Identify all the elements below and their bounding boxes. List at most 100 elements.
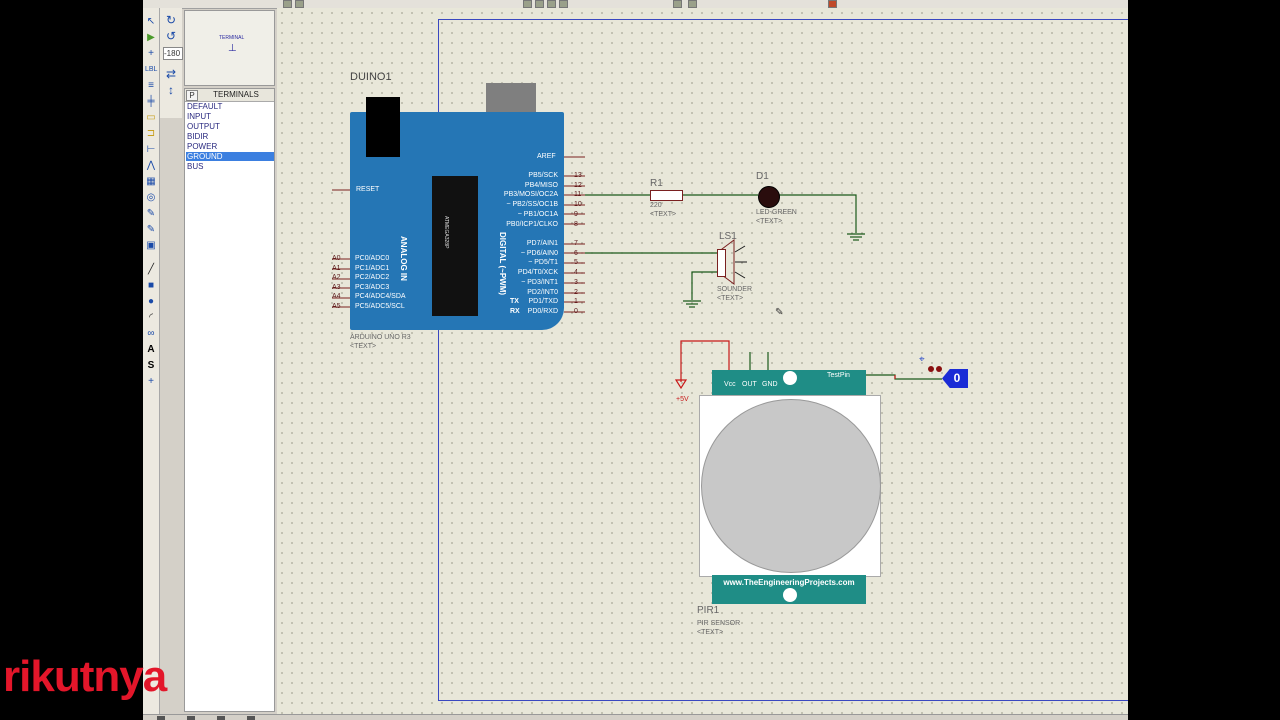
digital-pin-name: PB4/MISO xyxy=(524,181,558,189)
sounder-ls1[interactable] xyxy=(717,249,726,277)
digital-pin-number: 5 xyxy=(574,259,578,267)
resistor-r1[interactable] xyxy=(650,190,683,201)
pir-website: www.TheEngineeringProjects.com xyxy=(723,578,855,587)
digital-pin-number: 0 xyxy=(574,307,578,315)
voltage-probe-icon[interactable]: ✎ xyxy=(146,208,156,219)
wire-label-icon[interactable]: LBL xyxy=(145,66,158,73)
text-script-icon[interactable]: ≡ xyxy=(148,80,154,91)
resistor-value: 220 xyxy=(650,202,662,209)
wire-pir-vcc-to-power xyxy=(680,340,730,382)
pir-pin-gnd: GND xyxy=(762,381,778,388)
sounder-ref: LS1 xyxy=(719,231,737,242)
selector-item-ground[interactable]: GROUND xyxy=(186,152,274,161)
selector-item-input[interactable]: INPUT xyxy=(187,112,211,121)
pir-part: PIR SENSOR xyxy=(697,620,741,627)
component-mode-icon[interactable]: ▶ xyxy=(147,32,155,43)
arc-tool-icon[interactable]: ◜ xyxy=(149,312,153,323)
proteus-window: ↖ ▶ + LBL ≡ ╪ ▭ ⊐ ⊢ ⋀ ▦ ◎ ✎ ✎ ▣ ╱ ■ ● ◜ … xyxy=(143,0,1128,720)
rotation-input[interactable]: -180 xyxy=(163,47,183,60)
mirror-x-icon[interactable]: ⇄ xyxy=(165,67,177,81)
graph-mode-icon[interactable]: ⋀ xyxy=(146,160,156,171)
digital-pin-number: 2 xyxy=(574,288,578,296)
line-tool-icon[interactable]: ╱ xyxy=(147,264,155,275)
sounder-part: SOUNDER xyxy=(717,286,753,293)
junction-dot-icon[interactable]: + xyxy=(148,48,154,59)
rotate-clockwise-icon[interactable]: ↻ xyxy=(165,13,177,27)
subcircuit-icon[interactable]: ▭ xyxy=(146,112,156,123)
toolbar-button[interactable] xyxy=(559,0,568,8)
selection-mode-icon[interactable]: ↖ xyxy=(146,16,156,27)
digital-pin-name: PB5/SCK xyxy=(528,172,558,179)
virtual-instrument-icon[interactable]: ▣ xyxy=(146,240,156,251)
digital-pin-name: PB0/ICP1/CLKO xyxy=(506,220,558,228)
toolbar-button[interactable] xyxy=(688,0,697,8)
digital-pin-number: 12 xyxy=(574,181,582,189)
generator-icon[interactable]: ◎ xyxy=(146,192,156,203)
toolbar-button[interactable] xyxy=(295,0,304,8)
pir-dome xyxy=(701,399,881,573)
probe-dot xyxy=(928,366,934,372)
toolbar-button[interactable] xyxy=(535,0,544,8)
object-selector: P TERMINALS DEFAULT INPUT OUTPUT BIDIR P… xyxy=(184,88,275,712)
selector-item-output[interactable]: OUTPUT xyxy=(187,122,220,131)
led-d1[interactable] xyxy=(758,186,780,208)
stop-button[interactable] xyxy=(247,716,255,720)
rx-label: RX xyxy=(510,308,520,315)
digital-pin-number: 4 xyxy=(574,269,578,277)
step-button[interactable] xyxy=(187,716,195,720)
box-tool-icon[interactable]: ■ xyxy=(147,280,155,291)
toolbar-button[interactable] xyxy=(673,0,682,8)
logic-probe[interactable] xyxy=(942,369,968,388)
digital-pin-number: 8 xyxy=(574,220,578,228)
digital-pin-name: PD7/AIN1 xyxy=(526,240,558,247)
mirror-y-icon[interactable]: ↕ xyxy=(168,83,174,97)
mode-toolbar: ↖ ▶ + LBL ≡ ╪ ▭ ⊐ ⊢ ⋀ ▦ ◎ ✎ ✎ ▣ ╱ ■ ● ◜ … xyxy=(143,8,160,714)
play-button[interactable] xyxy=(157,716,165,720)
analog-pin-name: PC2/ADC2 xyxy=(355,274,390,282)
digital-pin-name: ~ PB2/SS/OC1B xyxy=(506,201,558,209)
digital-pin-name: ~ PD3/INT1 xyxy=(521,278,558,286)
led-part: LED-GREEN xyxy=(756,209,797,216)
pick-devices-button[interactable]: P xyxy=(186,90,198,101)
pir-mount-hole xyxy=(783,371,797,385)
marker-tool-icon[interactable]: + xyxy=(148,376,154,387)
analog-in-label: ANALOG IN xyxy=(399,236,408,281)
bus-icon[interactable]: ╪ xyxy=(147,96,155,107)
status-bar xyxy=(143,714,1128,720)
pir-pin-out: OUT xyxy=(742,381,757,388)
selector-item-bidir[interactable]: BIDIR xyxy=(187,132,209,141)
selector-title: TERMINALS xyxy=(213,90,259,99)
tx-label: TX xyxy=(510,298,519,305)
rotate-anticlockwise-icon[interactable]: ↺ xyxy=(165,29,177,43)
wire-pir-testpin-to-probe xyxy=(860,374,942,380)
selector-item-default[interactable]: DEFAULT xyxy=(187,102,223,111)
symbol-tool-icon[interactable]: S xyxy=(147,360,155,371)
chip-label: ATMEGA328P xyxy=(443,216,449,249)
toolbar-button[interactable] xyxy=(828,0,837,8)
circle-tool-icon[interactable]: ● xyxy=(147,296,155,307)
selector-item-power[interactable]: POWER xyxy=(187,142,218,151)
device-pin-icon[interactable]: ⊢ xyxy=(146,144,156,155)
atmega-chip: ATMEGA328P xyxy=(432,176,478,316)
tape-recorder-icon[interactable]: ▦ xyxy=(146,176,156,187)
digital-pin-name: PD1/TXD xyxy=(528,298,558,306)
digital-pin-number: 9 xyxy=(574,210,578,218)
toolbar-button[interactable] xyxy=(523,0,532,8)
pir-test-pin: TestPin xyxy=(827,372,850,379)
digital-pin-name: PD0/RXD xyxy=(527,307,558,315)
toolbar-button[interactable] xyxy=(547,0,556,8)
preview-terminal-label: TERMINAL xyxy=(219,35,245,41)
current-probe-icon[interactable]: ✎ xyxy=(146,224,156,235)
toolbar-button[interactable] xyxy=(283,0,292,8)
selector-item-bus[interactable]: BUS xyxy=(187,162,204,171)
text-tool-icon[interactable]: A xyxy=(147,344,155,355)
pir-pin-vcc: Vcc xyxy=(724,381,736,388)
path-tool-icon[interactable]: ∞ xyxy=(147,328,155,339)
pencil-cursor-icon: ✎ xyxy=(775,307,784,318)
digital-pin-number: 6 xyxy=(574,249,578,257)
analog-pin-number: A2 xyxy=(332,274,341,282)
terminal-mode-icon[interactable]: ⊐ xyxy=(146,128,156,139)
pause-button[interactable] xyxy=(217,716,225,720)
resistor-text: <TEXT> xyxy=(650,211,677,218)
